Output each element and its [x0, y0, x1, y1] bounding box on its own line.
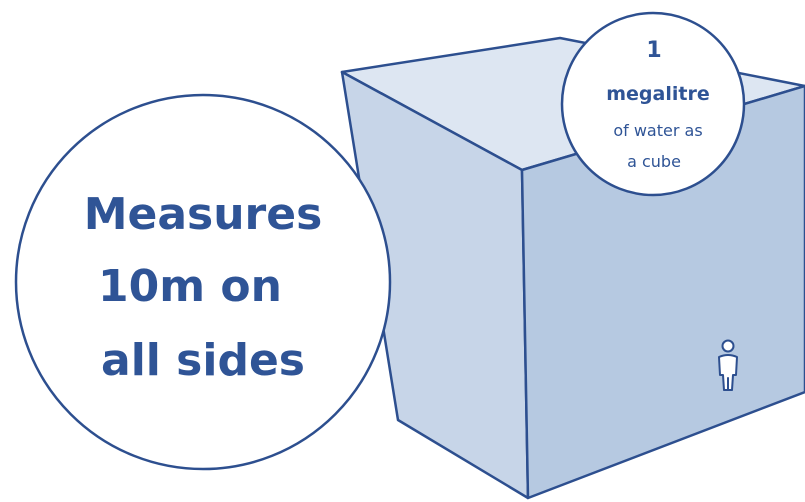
megalitre-badge: 1 megalitre of water as a cube: [560, 11, 746, 197]
measurement-callout: Measures 10m on all sides: [14, 93, 392, 471]
callout-line-2: 10m on: [98, 261, 282, 312]
badge-number: 1: [646, 38, 661, 63]
badge-subtitle-1: of water as: [613, 121, 702, 140]
person-icon: [718, 339, 738, 391]
badge-subtitle-2: a cube: [627, 152, 681, 171]
badge-unit: megalitre: [606, 83, 709, 105]
callout-line-1: Measures: [84, 189, 323, 240]
callout-line-3: all sides: [101, 335, 305, 386]
